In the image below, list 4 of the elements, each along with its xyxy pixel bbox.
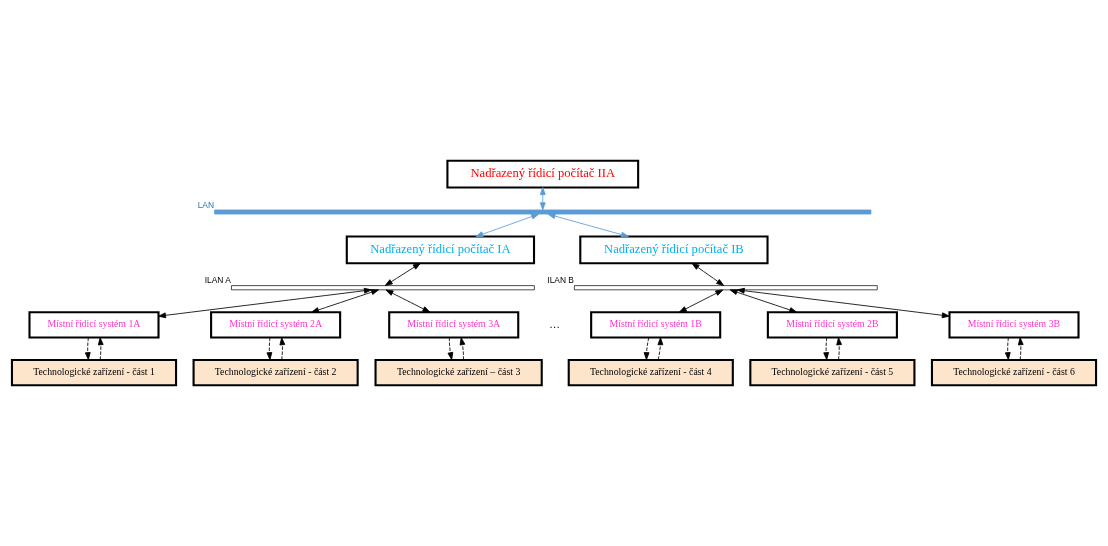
node-label: LAN	[197, 199, 215, 210]
node-label: ILAN A	[204, 275, 231, 286]
node-label: ILAN B	[547, 275, 574, 286]
label: …	[549, 317, 561, 330]
